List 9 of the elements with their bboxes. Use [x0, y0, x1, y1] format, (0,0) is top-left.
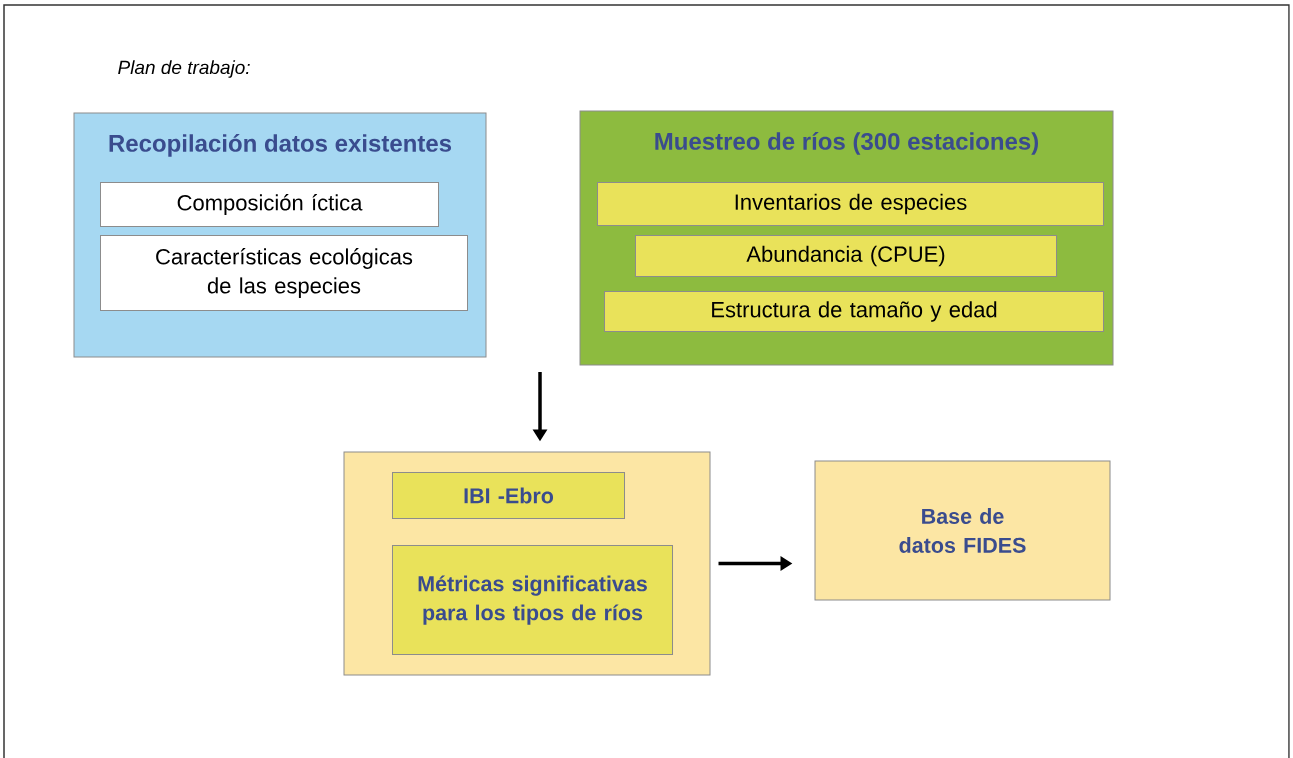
item-box: Inventarios de especies — [597, 182, 1104, 226]
process-box: Métricas significativas para los tipos de ríos — [392, 545, 673, 655]
process-box: Base de datos FIDES — [814, 460, 1111, 601]
item-box: Abundancia (CPUE) — [635, 235, 1057, 277]
item-box: Composición íctica — [100, 182, 439, 227]
item-box: Características ecológicas de las especies — [100, 235, 468, 311]
process-box: IBI -Ebro — [392, 472, 625, 519]
item-box: Estructura de tamaño y edad — [604, 291, 1104, 332]
plan-heading: Plan de trabajo: — [118, 60, 250, 78]
